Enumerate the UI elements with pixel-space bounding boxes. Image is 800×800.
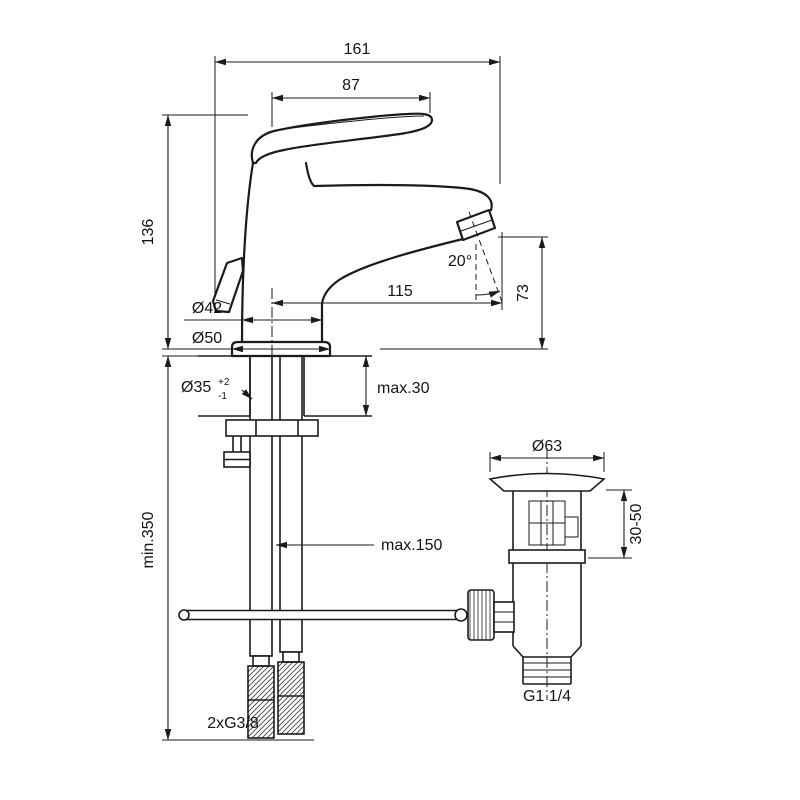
rod-clevis [454,608,468,622]
popup-rod [178,609,458,621]
dim-label-spout-reach: 115 [387,283,413,300]
mixer-lever [250,112,434,165]
dim-hole-diameter: Ø35 +2 -1 [181,377,253,402]
dim-label-hole-tol-minus: -1 [218,391,227,402]
dim-label-body-diameter: Ø42 [192,300,222,317]
aerator [455,208,497,242]
label-hose-thread: 2xG3/8 [207,715,259,732]
dim-label-base-diameter: Ø50 [192,330,222,347]
dim-label-deck-thickness: max.30 [377,380,430,397]
dim-body-diameter: Ø42 [184,300,323,324]
dim-label-flange-diameter: Ø63 [532,438,562,455]
dim-base-diameter: Ø50 [184,330,331,353]
drain-assembly [454,448,606,700]
dim-label-spout-height: 73 [515,284,532,302]
dim-hose-length: min.350 [140,355,314,741]
dim-label-lever-length: 87 [342,77,360,94]
dim-spout-height: 73 [380,236,548,350]
waste-flange [488,472,606,492]
dim-label-hole-diameter: Ø35 [181,379,211,396]
dim-label-height: 136 [140,219,157,246]
dim-label-overall-length: 161 [344,41,371,58]
spout-top-edge [304,161,493,212]
adjuster-nut [493,601,515,633]
dim-overall-length: 161 [214,41,501,296]
label-waste-thread: G1 1/4 [523,688,571,705]
dim-spout-angle: 20° [448,211,503,304]
body-left-edge [240,161,255,344]
fixing-bracket [225,419,319,437]
spout-underside [320,237,465,344]
dim-spout-reach: 115 [271,232,503,356]
dim-label-spout-angle: 20° [448,253,472,270]
dim-rod-length: max.150 [275,537,442,554]
dim-label-hole-tol-plus: +2 [218,377,230,388]
dim-label-rod-length: max.150 [381,537,442,554]
dim-flange-diameter: Ø63 [489,438,605,472]
dim-label-waste-adjust: 30-50 [628,503,645,544]
dim-deck-thickness: max.30 [362,355,430,417]
dim-lever-length: 87 [271,77,431,127]
hose-connectors [247,651,305,739]
dim-label-hose-length: min.350 [140,511,157,568]
mounting-deck [198,355,372,468]
waste-collar [508,549,586,564]
dim-waste-adjust: 30-50 [588,489,645,559]
thread-labels: G1 1/4 2xG3/8 [207,688,571,732]
